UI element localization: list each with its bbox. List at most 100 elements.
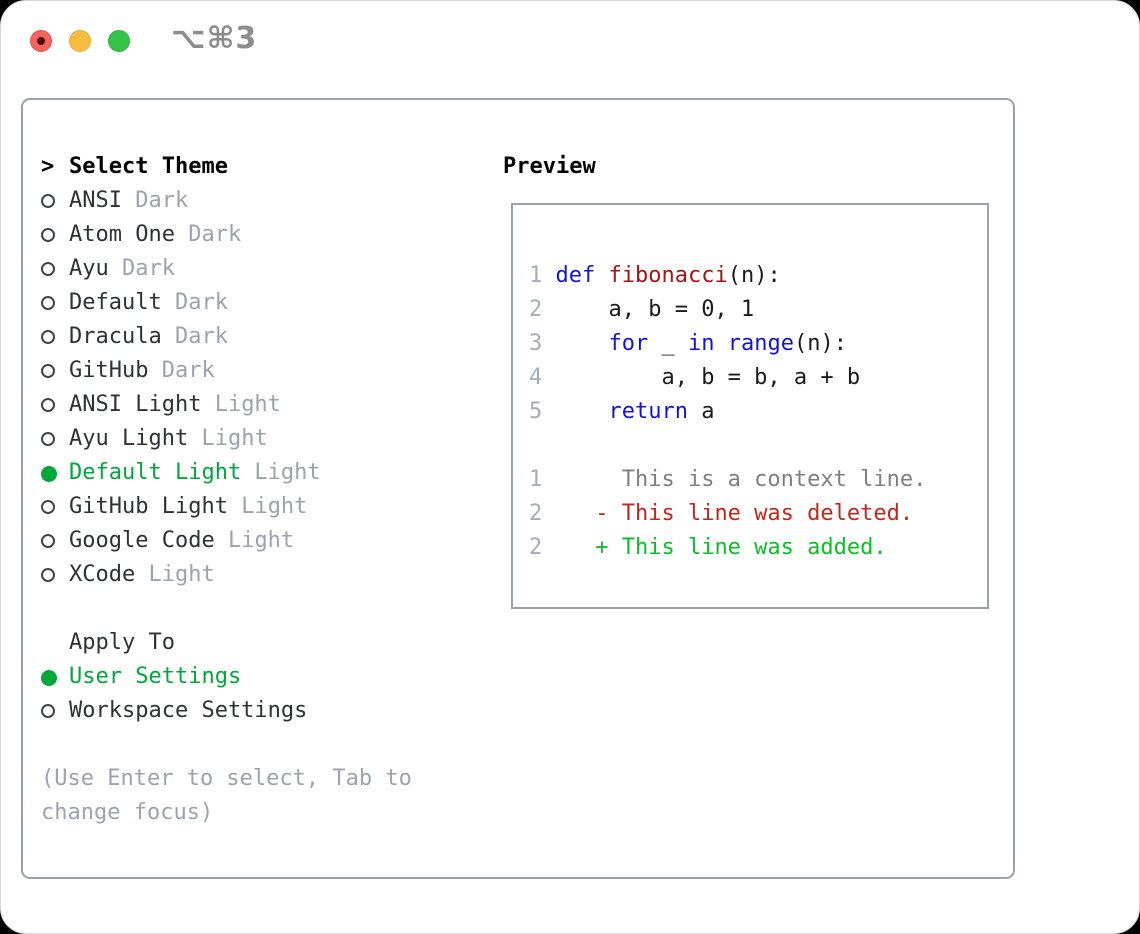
option-label: Google Code: [69, 528, 215, 553]
theme-option-github[interactable]: GitHub Dark: [41, 354, 481, 388]
theme-option-google-code[interactable]: Google Code Light: [41, 524, 481, 558]
radio-icon: [41, 218, 69, 252]
theme-variant-label: Dark: [148, 358, 215, 383]
radio-icon: [41, 252, 69, 286]
theme-variant-label: Light: [188, 426, 268, 451]
line-number: 2: [529, 501, 543, 526]
code-token: - This line was deleted.: [595, 501, 914, 526]
radio-icon: [41, 286, 69, 320]
radio-icon: [41, 354, 69, 388]
line-number: 2: [529, 297, 543, 322]
theme-option-ansi[interactable]: ANSI Dark: [41, 184, 481, 218]
option-label: XCode: [69, 562, 136, 587]
radio-icon: [41, 184, 69, 218]
option-label: Workspace Settings: [69, 698, 308, 723]
theme-variant-label: Light: [214, 528, 295, 553]
code-token: for: [608, 331, 649, 356]
preview-code-line: 2 - This line was deleted.: [529, 497, 987, 531]
code-token: a: [687, 399, 715, 424]
apply-option-workspace-settings[interactable]: Workspace Settings: [41, 694, 481, 728]
code-token: return: [608, 399, 688, 424]
option-label: ANSI Light: [69, 392, 202, 417]
preview-code-line: 2 a, b = 0, 1: [529, 293, 987, 327]
unsaved-indicator-dot: [37, 37, 45, 45]
code-token: [542, 399, 608, 424]
code-token: + This line was added.: [595, 535, 887, 560]
option-label: User Settings: [69, 664, 242, 689]
code-token: a, b = 0, 1: [542, 297, 755, 322]
apply-option-user-settings[interactable]: User Settings: [41, 660, 481, 694]
line-number: 1: [529, 263, 543, 288]
theme-option-ayu-light[interactable]: Ayu Light Light: [41, 422, 481, 456]
theme-option-dracula[interactable]: Dracula Dark: [41, 320, 481, 354]
radio-icon: [41, 388, 69, 422]
radio-selected-icon: [41, 456, 69, 490]
theme-variant-label: Dark: [161, 290, 228, 315]
theme-option-xcode[interactable]: XCode Light: [41, 558, 481, 592]
code-token: [542, 331, 608, 356]
code-token: a, b = b, a + b: [542, 365, 861, 390]
spacer: [41, 728, 481, 762]
radio-icon: [41, 422, 69, 456]
apply-to-header: Apply To: [41, 626, 481, 660]
radio-icon: [41, 524, 69, 558]
help-text-line-2: change focus): [41, 800, 214, 825]
radio-icon: [41, 320, 69, 354]
code-token: fibonacci: [608, 263, 728, 288]
code-token: [714, 331, 727, 356]
code-token: (n):: [793, 331, 847, 356]
preview-code-line: 4 a, b = b, a + b: [529, 361, 987, 395]
spacer: [41, 592, 481, 626]
code-token: [542, 535, 595, 560]
option-label: ANSI: [69, 188, 122, 213]
minimize-button[interactable]: [69, 30, 91, 52]
option-label: Ayu: [69, 256, 109, 281]
option-label: Default Light: [69, 460, 242, 485]
theme-option-atom-one[interactable]: Atom One Dark: [41, 218, 481, 252]
preview-code-line: 3 for _ in range(n):: [529, 327, 987, 361]
code-token: (n):: [727, 263, 781, 288]
code-token: range: [727, 331, 794, 356]
preview-code-line: 5 return a: [529, 395, 987, 429]
apply-to-title: Apply To: [69, 630, 175, 655]
radio-icon: [41, 694, 69, 728]
theme-option-ansi-light[interactable]: ANSI Light Light: [41, 388, 481, 422]
preview-code-line: 1 This is a context line.: [529, 463, 987, 497]
help-text-line-1: (Use Enter to select, Tab to: [41, 766, 412, 791]
theme-variant-label: Dark: [161, 324, 228, 349]
preview-code-line: 2 + This line was added.: [529, 531, 987, 565]
theme-variant-label: Dark: [108, 256, 175, 281]
preview-column: Preview: [503, 150, 596, 184]
code-token: _: [648, 331, 688, 356]
titlebar: ⌥⌘3: [1, 1, 1139, 81]
theme-variant-label: Dark: [121, 188, 189, 213]
theme-option-ayu[interactable]: Ayu Dark: [41, 252, 481, 286]
theme-option-default[interactable]: Default Dark: [41, 286, 481, 320]
option-label: GitHub: [69, 358, 149, 383]
theme-variant-label: Light: [241, 460, 321, 485]
theme-variant-label: Dark: [174, 222, 242, 247]
theme-option-github-light[interactable]: GitHub Light Light: [41, 490, 481, 524]
zoom-button[interactable]: [108, 30, 130, 52]
close-button[interactable]: [30, 30, 52, 52]
option-label: GitHub Light: [69, 494, 228, 519]
theme-variant-label: Light: [135, 562, 215, 587]
theme-variant-label: Light: [201, 392, 281, 417]
option-label: Dracula: [69, 324, 162, 349]
select-theme-title: Select Theme: [69, 154, 228, 179]
window-title-shortcut: ⌥⌘3: [171, 21, 258, 56]
option-label: Ayu Light: [69, 426, 189, 451]
code-token: def: [555, 263, 596, 288]
preview-blank-line: [529, 429, 987, 463]
theme-option-default-light[interactable]: Default Light Light: [41, 456, 481, 490]
code-token: [595, 263, 608, 288]
line-number: 5: [529, 399, 543, 424]
option-label: Atom One: [69, 222, 175, 247]
radio-icon: [41, 490, 69, 524]
line-number: 1: [529, 467, 543, 492]
line-number: 3: [529, 331, 543, 356]
